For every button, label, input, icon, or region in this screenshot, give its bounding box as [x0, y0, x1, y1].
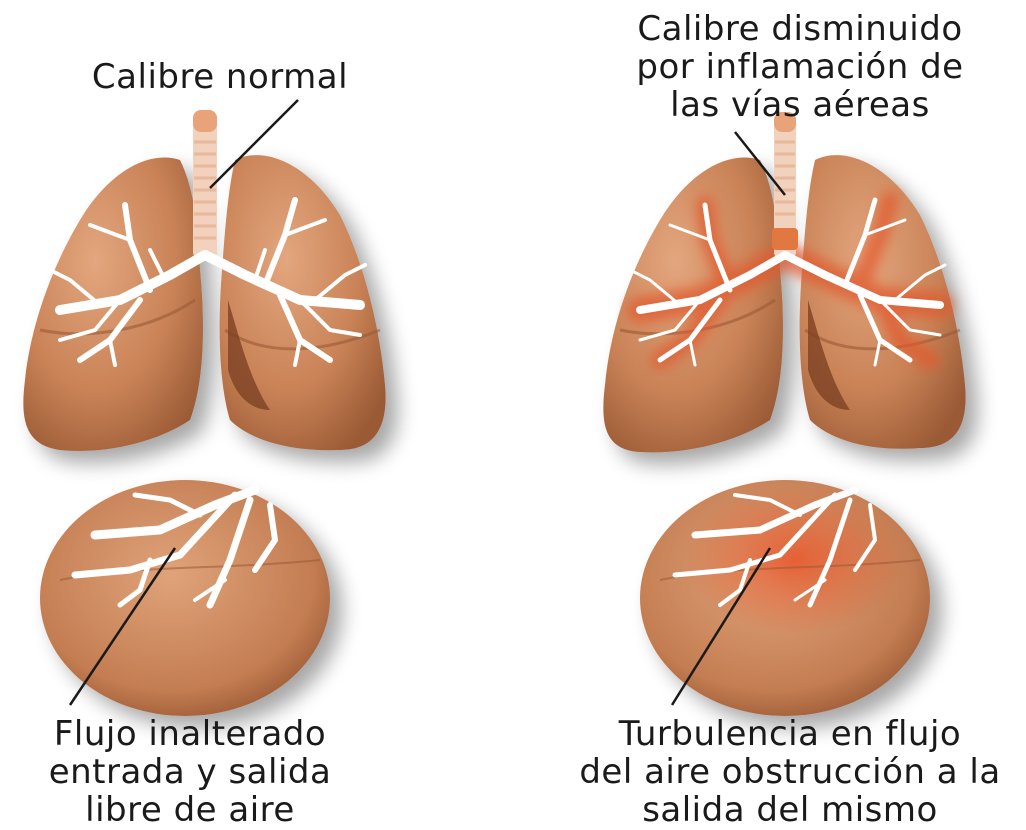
- reduced-caliber-label: Calibre disminuido por inflamación de la…: [585, 10, 1015, 124]
- normal-lungs: [23, 110, 385, 716]
- narrowed-trachea: [772, 112, 798, 260]
- reduced-caliber-line-3: las vías aéreas: [585, 86, 1015, 124]
- normal-flow-line-2: entrada y salida: [20, 753, 360, 791]
- turbulent-flow-line-2: del aire obstrucción a la: [560, 753, 1020, 791]
- normal-flow-line-3: libre de aire: [20, 791, 360, 829]
- inflamed-lungs: [603, 112, 965, 716]
- turbulent-flow-label: Turbulencia en flujo del aire obstrucció…: [560, 715, 1020, 829]
- reduced-caliber-line-1: Calibre disminuido: [585, 10, 1015, 48]
- turbulent-flow-line-1: Turbulencia en flujo: [560, 715, 1020, 753]
- normal-flow-line-1: Flujo inalterado: [20, 715, 360, 753]
- normal-caliber-line-1: Calibre normal: [60, 58, 380, 96]
- normal-flow-label: Flujo inalterado entrada y salida libre …: [20, 715, 360, 829]
- reduced-caliber-line-2: por inflamación de: [585, 48, 1015, 86]
- normal-caliber-label: Calibre normal: [60, 58, 380, 96]
- turbulent-flow-line-3: salida del mismo: [560, 791, 1020, 829]
